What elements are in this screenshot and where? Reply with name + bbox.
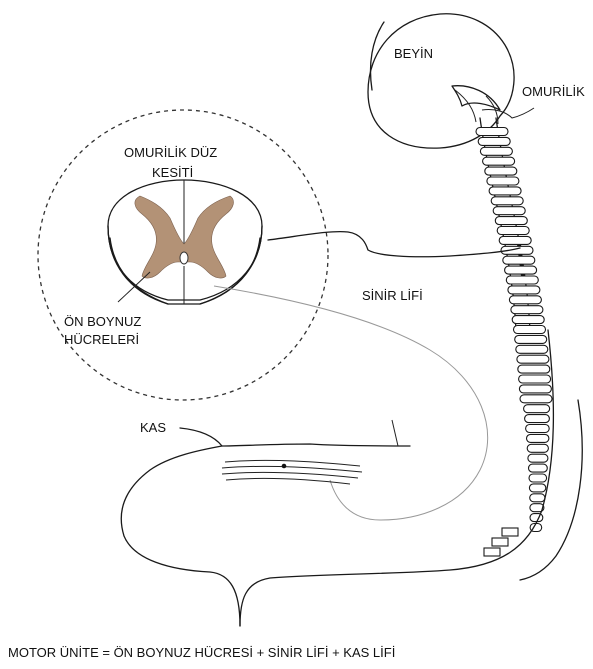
vertebra (491, 197, 523, 205)
coccyx-segment (492, 538, 508, 546)
vertebra (476, 128, 508, 136)
body-outline (121, 330, 582, 626)
nerve-fiber-connection (268, 232, 520, 257)
vertebra (499, 236, 531, 244)
vertebra (517, 355, 549, 363)
vertebra (520, 395, 552, 403)
vertebra (478, 137, 510, 145)
vertebra (527, 444, 548, 452)
vertebra (495, 217, 527, 225)
cross-section-label-line2: KESİTİ (152, 165, 193, 180)
vertebra (528, 454, 548, 462)
vertebra (529, 484, 545, 492)
spinal-column (476, 128, 552, 557)
vertebra (489, 187, 521, 195)
nerve-fiber-label: SİNİR LİFİ (362, 288, 423, 303)
vertebra (530, 494, 545, 502)
brain-label: BEYİN (394, 46, 433, 61)
vertebra (518, 365, 550, 373)
vertebra (515, 335, 547, 343)
vertebra (525, 415, 550, 423)
vertebra (511, 306, 543, 314)
vertebra (506, 276, 538, 284)
vertebra (514, 326, 546, 334)
vertebra (519, 385, 551, 393)
vertebra (503, 256, 535, 264)
coccyx-segment (484, 548, 500, 556)
vertebra (526, 425, 550, 433)
vertebra (480, 147, 512, 155)
vertebra (508, 286, 540, 294)
vertebra (516, 345, 548, 353)
vertebra (497, 227, 529, 235)
spinal-cord-label: OMURİLİK (522, 84, 585, 99)
central-canal (180, 252, 188, 264)
motor-unit-formula: MOTOR ÜNİTE = ÖN BOYNUZ HÜCRESİ + SİNİR … (8, 645, 395, 660)
vertebra (512, 316, 544, 324)
anterior-horn-label-line2: HÜCRELERİ (64, 332, 139, 347)
vertebra (527, 434, 549, 442)
cross-section-label-line1: OMURİLİK DÜZ (124, 145, 217, 160)
vertebra (485, 167, 517, 175)
vertebra (493, 207, 525, 215)
muscle-label: KAS (140, 420, 166, 435)
spinal-cord-cross-section (108, 180, 262, 304)
vertebra (530, 514, 543, 522)
spinal-cord-pointer (482, 108, 534, 118)
vertebra (524, 405, 550, 413)
vertebra (509, 296, 541, 304)
muscle (222, 460, 362, 484)
vertebra (483, 157, 515, 165)
vertebra (505, 266, 537, 274)
coccyx-segment (502, 528, 518, 536)
vertebra (529, 474, 547, 482)
vertebra (519, 375, 551, 383)
vertebra (529, 464, 548, 472)
vertebra (487, 177, 519, 185)
anterior-horn-label-line1: ÖN BOYNUZ (64, 314, 141, 329)
nerve-fiber-path (214, 286, 488, 520)
